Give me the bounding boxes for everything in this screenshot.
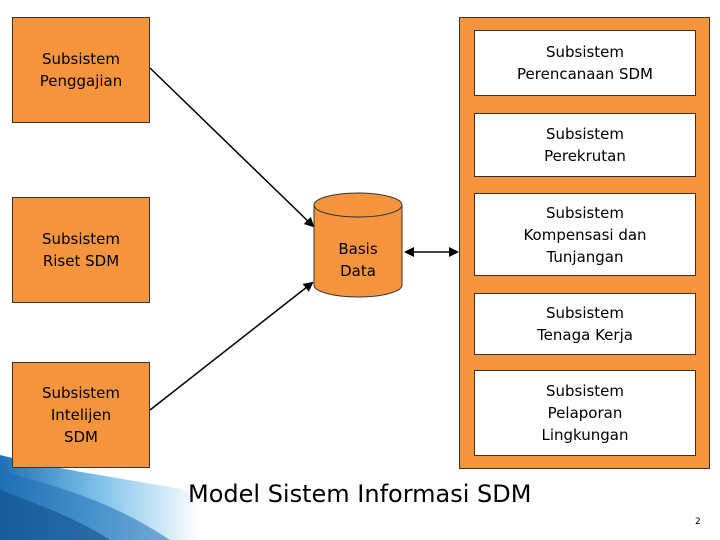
subsystem-perencanaan-sdm-label: Subsistem Perencanaan SDM — [517, 43, 653, 83]
database-label: Basis Data — [338, 240, 378, 280]
subsystem-riset-sdm-label: Subsistem Riset SDM — [41, 230, 121, 270]
database-cylinder — [313, 192, 403, 298]
arrow-intelijen-to-database — [149, 281, 314, 411]
subsystem-perencanaan-sdm: Subsistem Perencanaan SDM — [474, 30, 696, 96]
subsystem-riset-sdm: Subsistem Riset SDM — [12, 197, 150, 303]
page-number: 2 — [695, 517, 701, 527]
subsystem-tenaga-kerja: Subsistem Tenaga Kerja — [474, 293, 696, 355]
subsystem-penggajian-label: Subsistem Penggajian — [39, 50, 123, 90]
subsystem-penggajian: Subsistem Penggajian — [12, 17, 150, 123]
subsystem-intelijen-sdm-label: Subsistem Intelijen SDM — [41, 384, 121, 446]
subsystem-perekrutan: Subsistem Perekrutan — [474, 113, 696, 177]
subsystem-kompensasi-label: Subsistem Kompensasi dan Tunjangan — [523, 203, 647, 266]
subsystem-perekrutan-label: Subsistem Perekrutan — [544, 125, 626, 165]
subsystem-kompensasi: Subsistem Kompensasi dan Tunjangan — [474, 193, 696, 276]
subsystem-pelaporan-lingkungan-label: Subsistem Pelaporan Lingkungan — [541, 382, 629, 444]
subsystem-tenaga-kerja-label: Subsistem Tenaga Kerja — [537, 304, 633, 344]
diagram-title: Model Sistem Informasi SDM — [188, 480, 532, 508]
subsystem-intelijen-sdm: Subsistem Intelijen SDM — [12, 362, 150, 468]
arrow-penggajian-to-database — [149, 67, 315, 228]
subsystem-pelaporan-lingkungan: Subsistem Pelaporan Lingkungan — [474, 370, 696, 456]
